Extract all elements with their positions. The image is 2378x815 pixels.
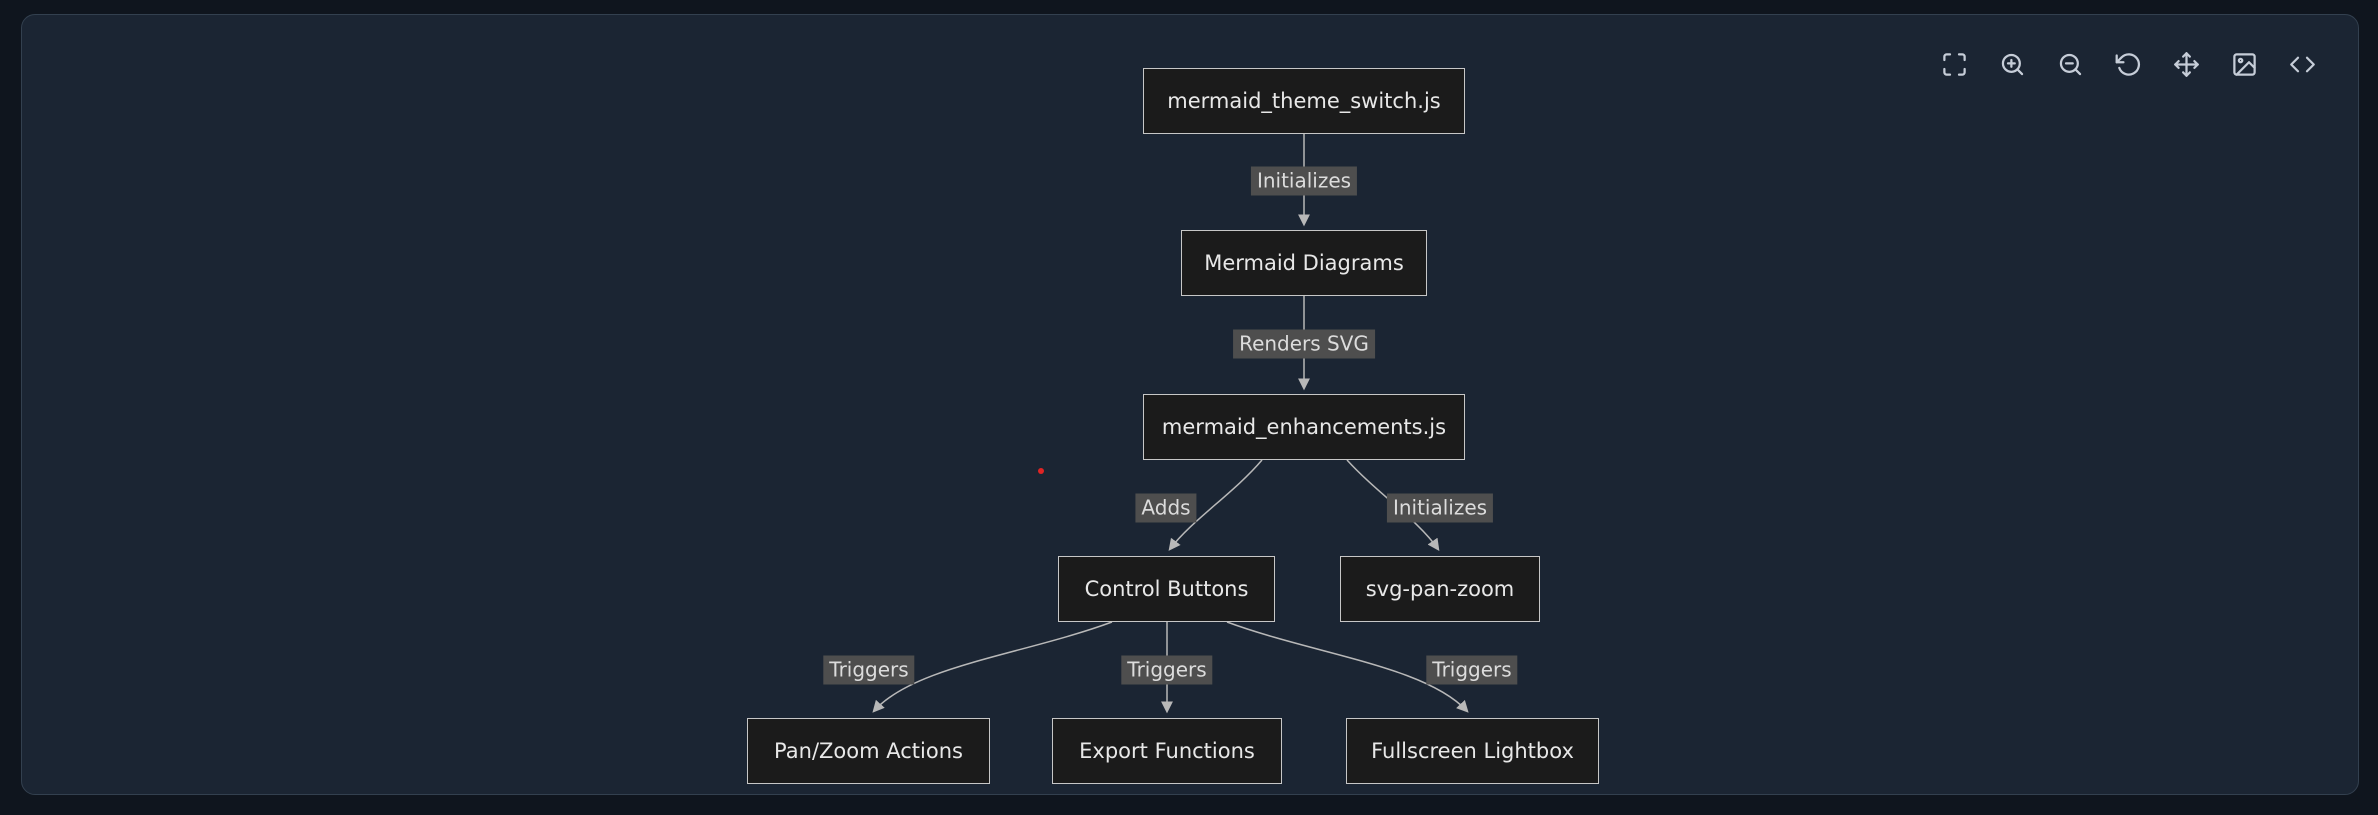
diagram-canvas[interactable]: mermaid_theme_switch.jsMermaid Diagrams m…	[21, 14, 2359, 795]
edge-label: Renders SVG	[1233, 330, 1375, 359]
zoom-in-icon[interactable]	[1999, 51, 2026, 78]
cursor-dot	[1038, 468, 1044, 474]
view-source-icon[interactable]	[2289, 51, 2316, 78]
node-label: Fullscreen Lightbox	[1371, 739, 1574, 763]
node-pan-zoom-actions: Pan/Zoom Actions	[747, 718, 990, 784]
export-image-icon[interactable]	[2231, 51, 2258, 78]
reset-view-icon[interactable]	[2115, 51, 2142, 78]
diagram-toolbar	[1941, 51, 2316, 78]
node-label: Export Functions	[1079, 739, 1255, 763]
node-svg-pan-zoom: svg-pan-zoom	[1340, 556, 1540, 622]
edge-label: Initializes	[1251, 167, 1357, 196]
node-export-functions: Export Functions	[1052, 718, 1282, 784]
node-mermaid-diagrams: Mermaid Diagrams	[1181, 230, 1427, 296]
node-label: Control Buttons	[1085, 577, 1249, 601]
fullscreen-icon[interactable]	[1941, 51, 1968, 78]
node-theme-switch: mermaid_theme_switch.js	[1143, 68, 1465, 134]
node-label: svg-pan-zoom	[1366, 577, 1515, 601]
node-label: Pan/Zoom Actions	[774, 739, 963, 763]
edge-label: Triggers	[1121, 656, 1212, 685]
zoom-out-icon[interactable]	[2057, 51, 2084, 78]
edge-label: Triggers	[823, 656, 914, 685]
node-fullscreen-lightbox: Fullscreen Lightbox	[1346, 718, 1599, 784]
edge-label: Initializes	[1387, 494, 1493, 523]
node-label: Mermaid Diagrams	[1204, 251, 1404, 275]
edge-label: Adds	[1135, 494, 1196, 523]
node-label: mermaid_theme_switch.js	[1167, 89, 1440, 113]
node-control-buttons: Control Buttons	[1058, 556, 1275, 622]
pan-icon[interactable]	[2173, 51, 2200, 78]
edge-label: Triggers	[1426, 656, 1517, 685]
node-label: mermaid_enhancements.js	[1162, 415, 1446, 439]
node-enhancements: mermaid_enhancements.js	[1143, 394, 1465, 460]
